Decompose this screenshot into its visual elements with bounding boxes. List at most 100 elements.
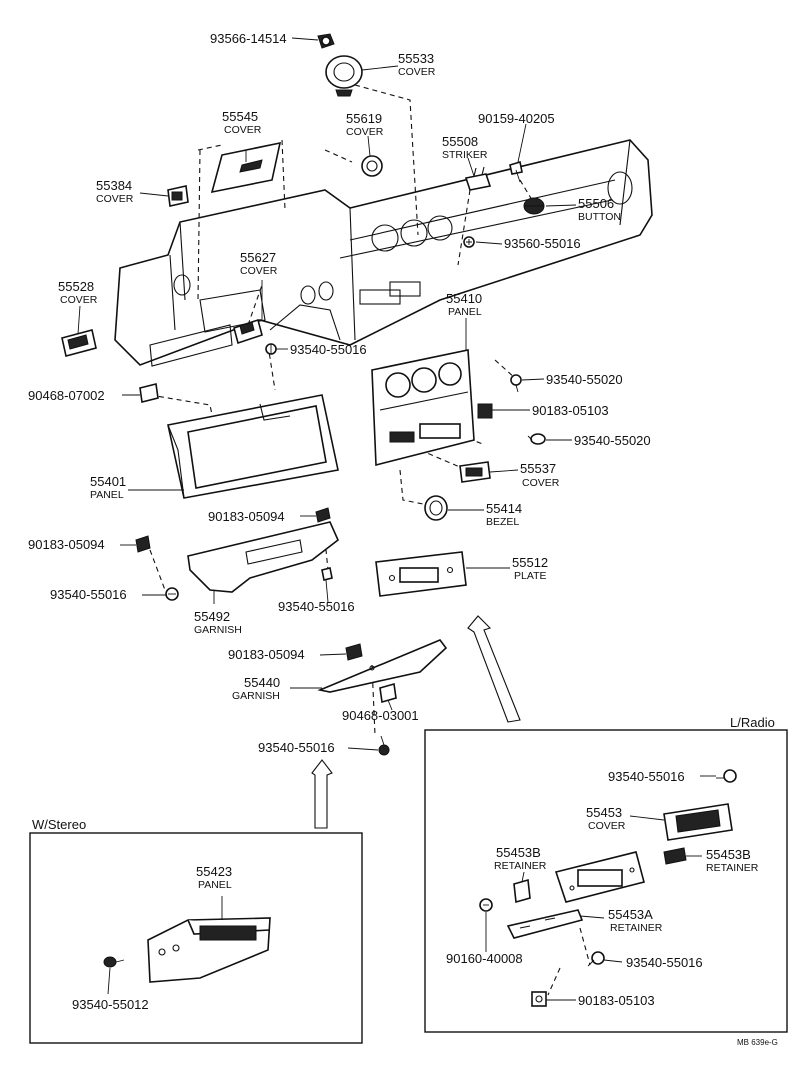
- cover-55384: [167, 185, 189, 207]
- screw-93540-55016-c: [165, 587, 179, 601]
- part-labels: 93566-14514 55533 COVER 55545 COVER 5561…: [28, 31, 778, 1047]
- label-55508-name: STRIKER: [442, 149, 488, 161]
- label-90468-07002: 90468-07002: [28, 388, 105, 403]
- label-93540-55016-b: 93540-55016: [50, 587, 127, 602]
- nut-90183-05094-b: [135, 535, 151, 553]
- label-93540-55016-d: 93540-55016: [258, 740, 335, 755]
- garnish-55492: [187, 521, 339, 593]
- label-55423-number: 55423: [196, 864, 232, 879]
- label-55537-number: 55537: [520, 461, 556, 476]
- label-55401-number: 55401: [90, 474, 126, 489]
- label-90159-40205: 90159-40205: [478, 111, 555, 126]
- screw-93540-55016-f: [587, 951, 605, 967]
- retainer-55453B-b: [663, 847, 687, 865]
- screw-93540-55020-b: [527, 433, 546, 445]
- label-55508-number: 55508: [442, 134, 478, 149]
- screw-93540-55012: [103, 956, 125, 968]
- label-55440-number: 55440: [244, 675, 280, 690]
- screw-93560-55016: [463, 236, 475, 248]
- screw-93540-55016-d: [378, 735, 390, 756]
- screw-90160-40008: [479, 898, 493, 912]
- screw-90159-40205: [509, 160, 523, 183]
- arrow-to-garnish: [311, 759, 333, 829]
- radio-faceplate: [554, 851, 645, 903]
- label-55533-name: COVER: [398, 66, 436, 78]
- screw-93540-55016-b: [321, 567, 333, 581]
- plate-55512: [375, 551, 467, 597]
- screw-93540-55020-a: [510, 374, 522, 393]
- label-90468-03001: 90468-03001: [342, 708, 419, 723]
- retainer-55453B-a: [513, 878, 531, 904]
- cover-55627: [233, 318, 263, 345]
- cover-55545: [210, 141, 282, 194]
- label-93566-14514: 93566-14514: [210, 31, 287, 46]
- label-55545-number: 55545: [222, 109, 258, 124]
- instrument-panel-assembly: [114, 139, 653, 367]
- label-55453-name: COVER: [588, 820, 626, 832]
- label-55410-name: PANEL: [448, 306, 482, 318]
- nut-90183-05103-a: [477, 403, 493, 419]
- inset-l-radio: [424, 729, 788, 1033]
- label-90183-05094-a: 90183-05094: [208, 509, 285, 524]
- label-55401-name: PANEL: [90, 489, 124, 501]
- label-90183-05094-b: 90183-05094: [28, 537, 105, 552]
- nut-90183-05094-a: [315, 507, 331, 523]
- panel-55410: [371, 349, 475, 467]
- label-55453B-a-name: RETAINER: [494, 860, 547, 872]
- label-55619-number: 55619: [346, 111, 382, 126]
- cover-55619: [361, 155, 383, 177]
- label-93540-55012: 93540-55012: [72, 997, 149, 1012]
- label-55414-number: 55414: [486, 501, 522, 516]
- label-55506-number: 55506: [578, 196, 614, 211]
- label-55492-name: GARNISH: [194, 624, 242, 636]
- label-55414-name: BEZEL: [486, 516, 519, 528]
- label-55453-number: 55453: [586, 805, 622, 820]
- label-93540-55020-a: 93540-55020: [546, 372, 623, 387]
- radio-inset-title: L/Radio: [730, 715, 775, 730]
- stereo-inset-title: W/Stereo: [32, 817, 86, 832]
- label-93540-55020-b: 93540-55020: [574, 433, 651, 448]
- inset-w-stereo: [29, 832, 363, 1044]
- cover-55453: [663, 803, 733, 841]
- label-55619-name: COVER: [346, 126, 384, 138]
- label-55410-number: 55410: [446, 291, 482, 306]
- label-55627-name: COVER: [240, 265, 278, 277]
- label-93540-55016-a: 93540-55016: [290, 342, 367, 357]
- label-55384-name: COVER: [96, 193, 134, 205]
- label-55528-name: COVER: [60, 294, 98, 306]
- panel-55423: [147, 917, 271, 983]
- clip-90468-07002: [139, 383, 159, 403]
- cover-55537: [459, 461, 491, 483]
- label-55533-number: 55533: [398, 51, 434, 66]
- label-55492-number: 55492: [194, 609, 230, 624]
- label-90183-05103-a: 90183-05103: [532, 403, 609, 418]
- arrow-to-plate: [467, 615, 521, 723]
- label-55528-number: 55528: [58, 279, 94, 294]
- label-93560-55016: 93560-55016: [504, 236, 581, 251]
- screw-93540-55016-e: [716, 769, 737, 783]
- label-90183-05103-b: 90183-05103: [578, 993, 655, 1008]
- screw-93540-55016-a: [265, 343, 277, 355]
- label-55453A-name: RETAINER: [610, 922, 663, 934]
- label-55453B-b-number: 55453B: [706, 847, 751, 862]
- panel-55401: [167, 394, 339, 499]
- label-55512-number: 55512: [512, 555, 548, 570]
- label-55453B-b-name: RETAINER: [706, 862, 759, 874]
- label-55545-name: COVER: [224, 124, 262, 136]
- cover-55528: [61, 329, 97, 357]
- retainer-55453A: [506, 909, 584, 939]
- striker-55508: [464, 166, 492, 191]
- garnish-55440: [317, 639, 448, 693]
- label-55537-name: COVER: [522, 477, 560, 489]
- nut-90183-05094-c: [345, 643, 363, 661]
- nut-90183-05103-b: [531, 991, 547, 1007]
- cover-55533: [325, 55, 363, 97]
- label-55506-name: BUTTON: [578, 211, 621, 223]
- label-55440-name: GARNISH: [232, 690, 280, 702]
- label-55627-number: 55627: [240, 250, 276, 265]
- clip-93566-14514: [317, 33, 335, 49]
- label-55423-name: PANEL: [198, 879, 232, 891]
- label-55453B-a-number: 55453B: [496, 845, 541, 860]
- label-55512-name: PLATE: [514, 570, 546, 582]
